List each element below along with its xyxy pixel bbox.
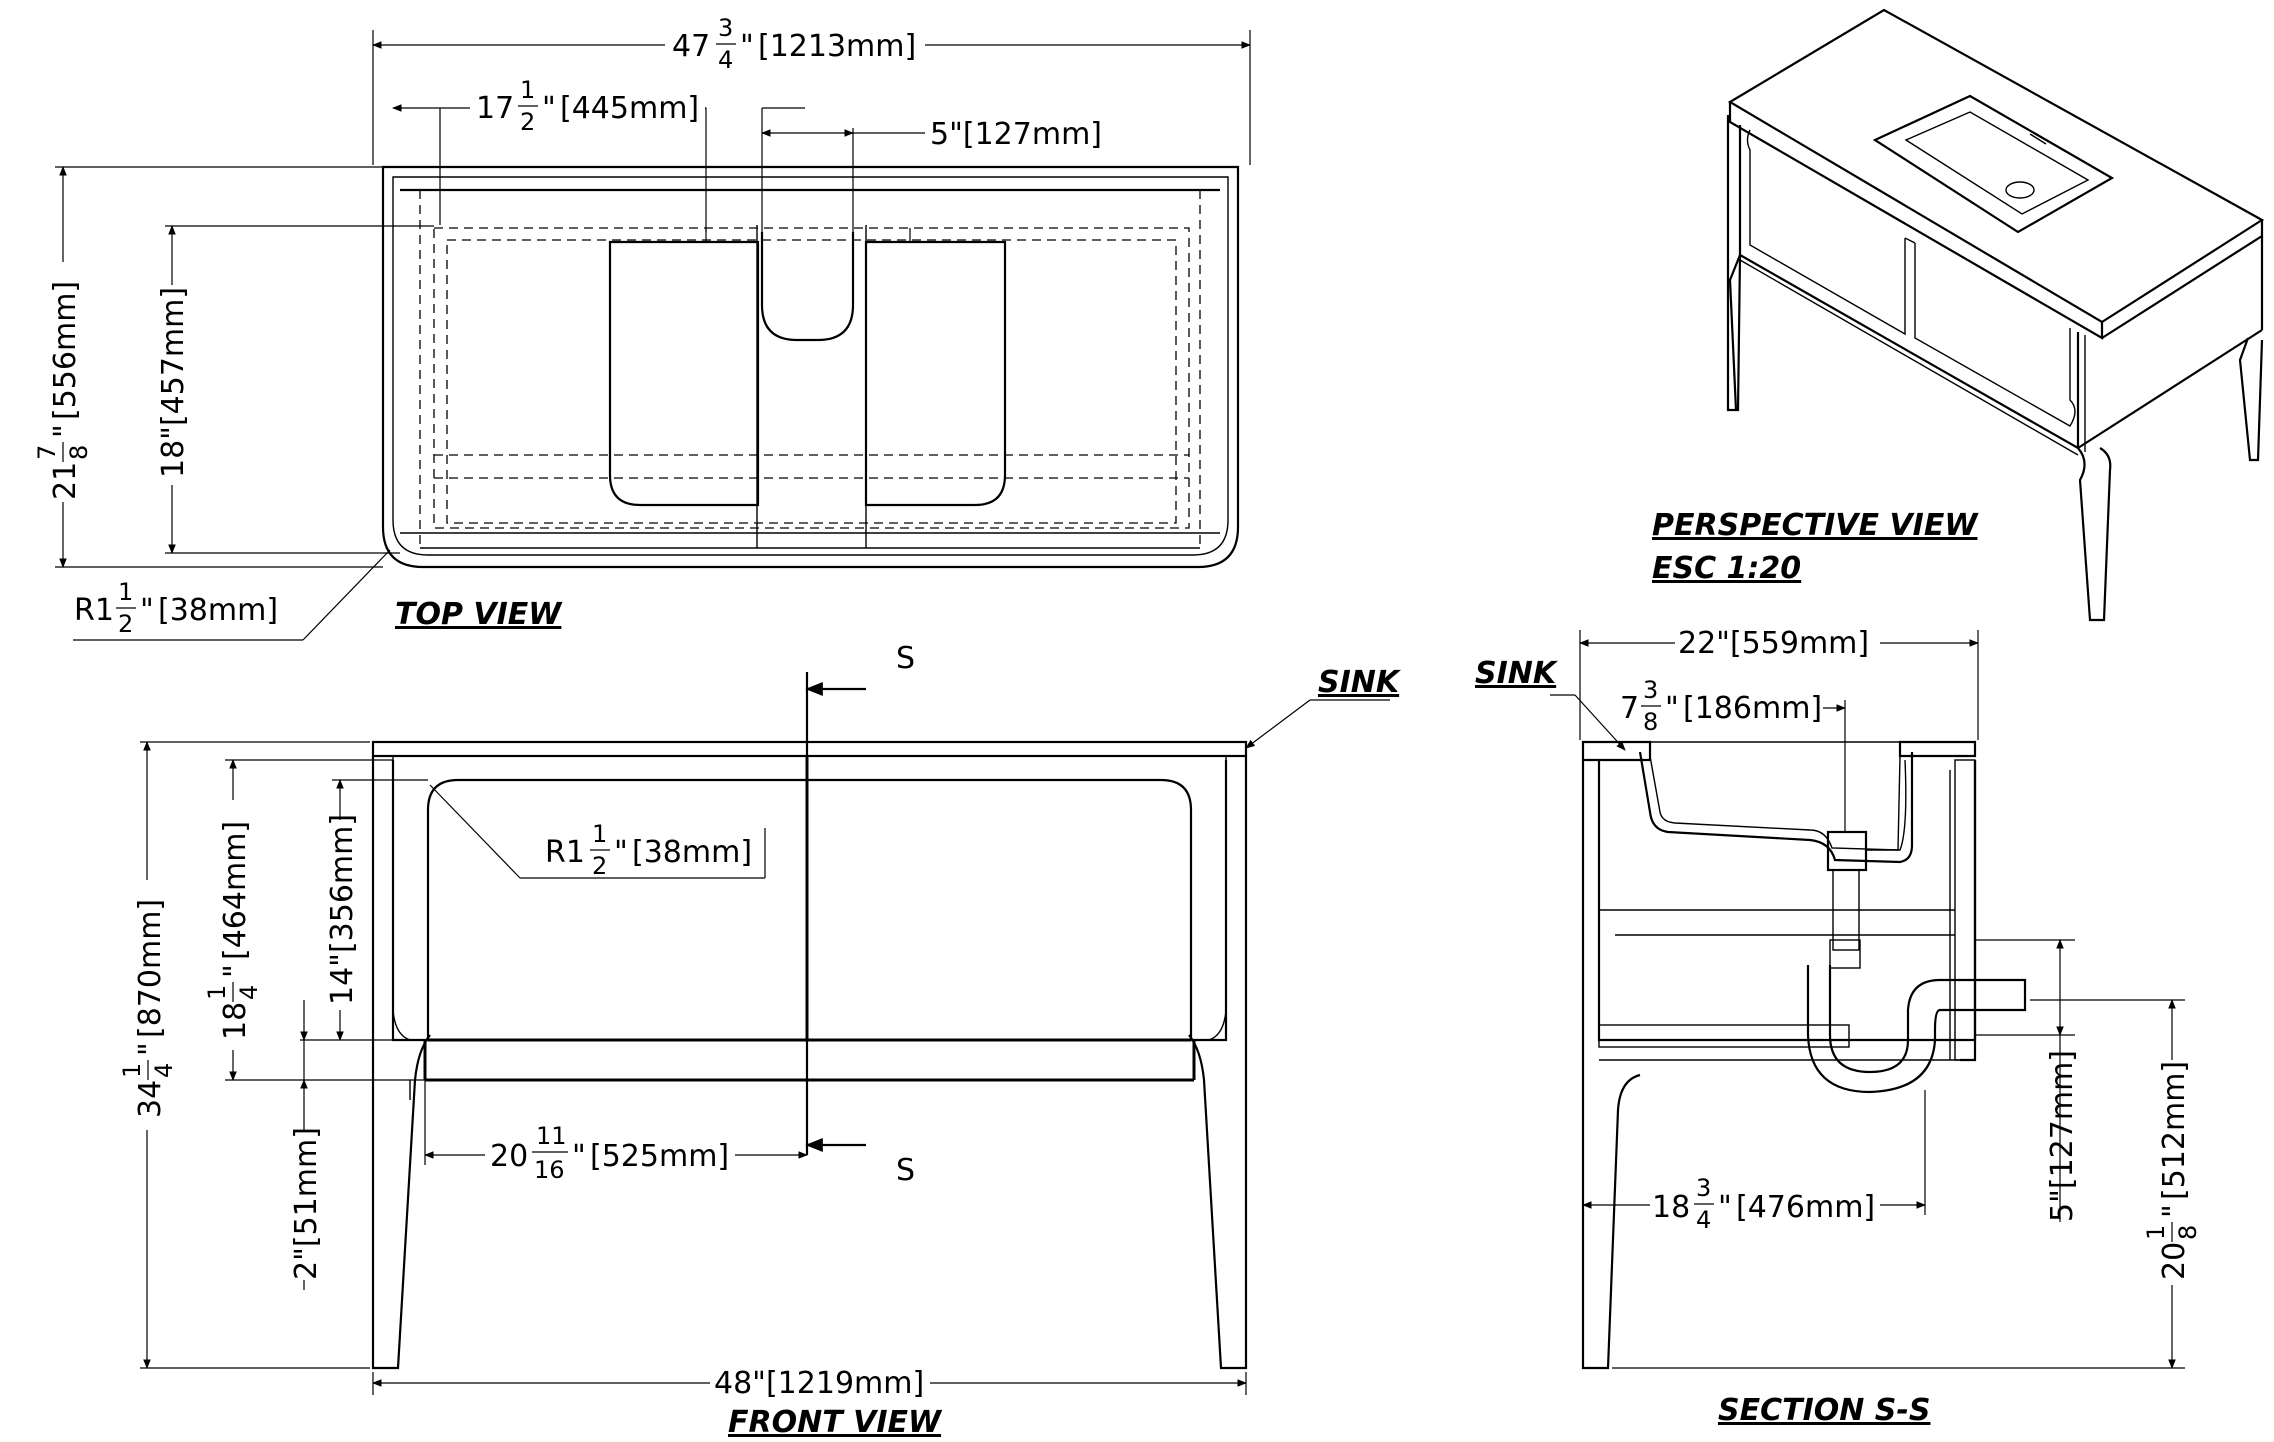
top-offset-dim: 17 1 2 " [445mm] (476, 76, 699, 136)
section-depth-dim: 22"[559mm] (1678, 626, 1869, 661)
svg-text:4: 4 (235, 985, 263, 1000)
svg-text:": " (740, 29, 754, 64)
front-view: S S SINK R1 1 2 " [38mm] 34 1 4 " [870mm… (118, 641, 1402, 1440)
svg-text:": " (614, 835, 628, 870)
svg-text:": " (1718, 1190, 1732, 1225)
svg-text:8: 8 (65, 445, 93, 460)
front-drawer-panel (426, 778, 1193, 1040)
svg-text:R1: R1 (545, 835, 585, 870)
svg-text:[870mm]: [870mm] (133, 899, 168, 1038)
svg-text:1: 1 (520, 76, 535, 104)
section-sink-label: SINK (1475, 656, 1559, 691)
perspective-view: PERSPECTIVE VIEW ESC 1:20 (1652, 8, 2265, 622)
top-inner-depth-dim: 18"[457mm] (156, 287, 191, 478)
svg-text:[38mm]: [38mm] (632, 835, 752, 870)
section-marker-bottom: S (896, 1153, 915, 1188)
svg-text:3: 3 (718, 14, 733, 42)
hidden-cabinet-outline (433, 227, 1190, 529)
front-height-dim: 34 1 4 " [870mm] (118, 899, 178, 1118)
front-countertop (371, 740, 1248, 758)
svg-text:[38mm]: [38mm] (158, 593, 278, 628)
svg-text:1: 1 (118, 1063, 146, 1078)
svg-text:7: 7 (1620, 691, 1639, 726)
svg-text:21: 21 (48, 462, 83, 500)
perspective-title: PERSPECTIVE VIEW (1652, 508, 1979, 543)
svg-text:": " (48, 424, 83, 438)
top-radius-dim: R1 1 2 " [38mm] (74, 578, 278, 638)
svg-text:11: 11 (536, 1122, 567, 1150)
top-view-title: TOP VIEW (395, 597, 563, 632)
svg-text:[525mm]: [525mm] (590, 1139, 729, 1174)
svg-text:18: 18 (218, 1002, 253, 1040)
svg-text:4: 4 (1696, 1206, 1711, 1234)
svg-text:17: 17 (476, 91, 514, 126)
svg-text:[556mm]: [556mm] (48, 281, 83, 420)
perspective-basin (1872, 94, 2115, 234)
section-drain-offset-dim: 18 3 4 " [476mm] (1652, 1174, 1875, 1234)
front-drawer-height-dim: 14"[356mm] (325, 814, 360, 1005)
svg-text:[186mm]: [186mm] (1683, 691, 1822, 726)
front-left-leg (371, 756, 431, 1370)
svg-text:3: 3 (1696, 1174, 1711, 1202)
svg-text:2: 2 (118, 610, 133, 638)
svg-text:[476mm]: [476mm] (1736, 1190, 1875, 1225)
svg-text:18: 18 (1652, 1190, 1690, 1225)
basin-right-cutout (864, 240, 1007, 507)
top-overall-width-dim: 47 3 4 " [1213mm] (672, 14, 916, 74)
svg-text:": " (133, 1042, 168, 1056)
section-marker-top: S (896, 641, 915, 676)
front-right-leg (1188, 756, 1248, 1370)
svg-text:20: 20 (2157, 1242, 2192, 1280)
svg-text:[464mm]: [464mm] (218, 821, 253, 960)
svg-text:1: 1 (2142, 1225, 2170, 1240)
front-cabinet-height-dim: 18 1 4 " [464mm] (203, 821, 263, 1040)
svg-text:": " (140, 593, 154, 628)
svg-text:4: 4 (150, 1063, 178, 1078)
svg-text:4: 4 (718, 46, 733, 74)
svg-text:": " (1665, 691, 1679, 726)
svg-text:[512mm]: [512mm] (2157, 1061, 2192, 1200)
svg-text:1: 1 (592, 820, 607, 848)
front-sink-label: SINK (1318, 665, 1402, 700)
svg-text:8: 8 (1643, 708, 1658, 736)
p-trap (1806, 965, 2027, 1094)
svg-text:2: 2 (592, 852, 607, 880)
section-basin (1638, 751, 1914, 864)
front-rail-height-dim: 2"[51mm] (289, 1127, 324, 1280)
svg-text:8: 8 (2174, 1225, 2202, 1240)
section-view: SINK 22"[559mm] 7 3 8 " [186mm] 18 3 4 "… (1475, 620, 2202, 1428)
svg-text:16: 16 (534, 1156, 565, 1184)
front-center-dim: 20 11 16 " [525mm] (490, 1122, 729, 1184)
svg-text:1: 1 (118, 578, 133, 606)
front-width-dim: 48"[1219mm] (714, 1366, 924, 1401)
svg-text:20: 20 (490, 1139, 528, 1174)
section-floor-height-dim: 20 1 8 " [512mm] (2142, 1061, 2202, 1280)
svg-text:R1: R1 (74, 593, 114, 628)
top-view: 47 3 4 " [1213mm] 17 1 2 " [445mm] 5"[12… (33, 14, 1251, 641)
front-radius-dim: R1 1 2 " [38mm] (545, 820, 752, 880)
perspective-scale: ESC 1:20 (1652, 551, 1801, 586)
section-sink-depth-dim: 7 3 8 " [186mm] (1618, 676, 1823, 736)
svg-text:[445mm]: [445mm] (560, 91, 699, 126)
drain-notch (760, 232, 855, 342)
svg-text:47: 47 (672, 29, 710, 64)
svg-text:": " (218, 964, 253, 978)
svg-text:7: 7 (33, 445, 61, 460)
svg-text:1: 1 (203, 985, 231, 1000)
svg-text:": " (542, 91, 556, 126)
top-drain-dim: 5"[127mm] (930, 117, 1102, 152)
basin-left-cutout (608, 240, 760, 507)
top-depth-dim: 21 7 8 " [556mm] (33, 281, 93, 500)
section-title: SECTION S-S (1718, 1393, 1930, 1428)
section-pipe-height-dim: 5"[127mm] (2045, 1050, 2080, 1222)
svg-text:": " (572, 1139, 586, 1174)
svg-text:3: 3 (1643, 676, 1658, 704)
svg-text:34: 34 (133, 1080, 168, 1118)
top-view-outline (381, 165, 1240, 569)
svg-text:": " (2157, 1204, 2192, 1218)
front-view-title: FRONT VIEW (728, 1405, 943, 1440)
svg-text:[1213mm]: [1213mm] (758, 29, 916, 64)
svg-text:2: 2 (520, 108, 535, 136)
